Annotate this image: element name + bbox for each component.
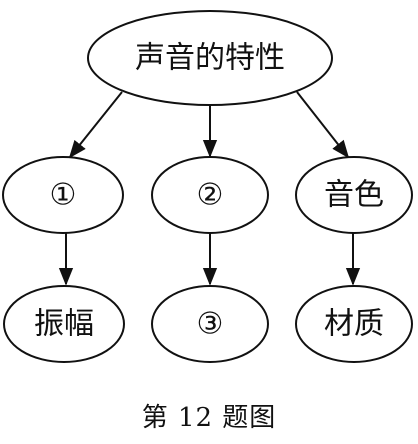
determinant-node-2: ③: [151, 285, 269, 363]
characteristic-node-2: ②: [151, 156, 269, 234]
characteristic-label-2: ②: [197, 178, 224, 213]
determinant-node-1: 振幅: [3, 285, 125, 363]
determinant-label-3: 材质: [324, 307, 384, 342]
root-node: 声音的特性: [87, 10, 333, 106]
figure-caption: 第 12 题图: [141, 403, 277, 433]
characteristic-label-1: ①: [50, 178, 77, 213]
characteristic-ellipse-1: [2, 156, 124, 234]
characteristic-node-3: 音色: [295, 156, 413, 234]
characteristic-ellipse-3: [295, 156, 413, 234]
characteristic-ellipse-2: [151, 156, 269, 234]
determinant-ellipse-3: [295, 285, 413, 363]
determinant-ellipse-1: [3, 285, 125, 363]
arrow-root-to-timbre: [296, 91, 350, 159]
root-ellipse: [87, 10, 333, 106]
root-label: 声音的特性: [135, 41, 285, 76]
determinant-label-1: 振幅: [34, 307, 94, 342]
determinant-label-2: ③: [197, 307, 224, 342]
characteristic-node-1: ①: [2, 156, 124, 234]
edges: [58, 91, 361, 286]
determinant-ellipse-2: [151, 285, 269, 363]
arrow-root-to-node-1: [68, 91, 123, 159]
characteristic-label-3: 音色: [324, 178, 384, 213]
determinant-node-3: 材质: [295, 285, 413, 363]
